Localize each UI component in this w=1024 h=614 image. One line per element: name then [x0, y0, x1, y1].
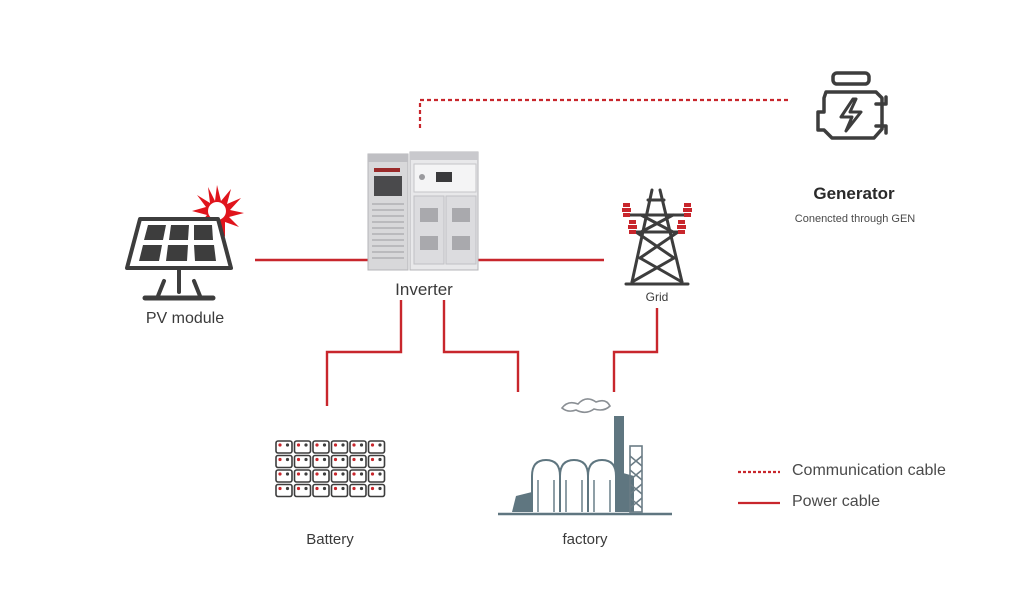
battery-terminal-positive	[333, 457, 338, 462]
battery-terminal-positive	[278, 486, 282, 491]
battery-terminal-positive	[296, 472, 301, 476]
battery-cell	[367, 469, 386, 483]
battery-label: Battery	[306, 531, 354, 548]
battery-cell	[293, 483, 312, 498]
battery-terminal-positive	[370, 443, 375, 447]
battery-cell	[275, 469, 293, 483]
battery-terminal-negative	[359, 457, 364, 462]
battery-terminal-positive	[315, 443, 319, 447]
battery-terminal-positive	[296, 457, 301, 462]
battery-cell	[293, 454, 312, 469]
transmission-tower-icon	[622, 188, 692, 286]
battery-cell	[293, 469, 312, 483]
battery-terminal-positive	[278, 472, 282, 476]
battery-cell	[312, 469, 330, 483]
battery-cell	[330, 454, 349, 469]
battery-terminal-negative	[378, 472, 382, 476]
battery-terminal-negative	[322, 457, 327, 462]
battery-terminal-negative	[341, 457, 345, 462]
legend-line-samples	[738, 470, 780, 505]
battery-terminal-negative	[359, 472, 364, 476]
battery-terminal-negative	[285, 486, 290, 491]
battery-cell	[312, 440, 330, 454]
factory-icon	[498, 398, 672, 516]
grid-factory-cable	[612, 308, 659, 392]
battery-cell	[349, 483, 367, 498]
inverter-label: Inverter	[395, 280, 453, 299]
battery-terminal-negative	[341, 472, 345, 476]
inverter-cabinet-icon	[367, 151, 479, 271]
battery-terminal-positive	[315, 457, 319, 462]
battery-terminal-negative	[304, 457, 308, 462]
battery-cell	[330, 440, 349, 454]
battery-cell	[312, 483, 330, 498]
battery-cell	[275, 440, 293, 454]
battery-terminal-negative	[359, 486, 364, 491]
battery-terminal-negative	[322, 486, 327, 491]
grid-label: Grid	[645, 290, 669, 304]
factory-label: factory	[562, 531, 608, 548]
generator-sublabel: Conencted through GEN	[794, 213, 916, 225]
battery-terminal-negative	[359, 443, 364, 447]
communication-cable-line	[418, 98, 790, 128]
battery-cell	[349, 440, 367, 454]
battery-terminal-negative	[341, 486, 345, 491]
battery-terminal-positive	[333, 486, 338, 491]
battery-terminal-positive	[315, 486, 319, 491]
battery-terminal-negative	[304, 486, 308, 491]
battery-terminal-negative	[322, 472, 327, 476]
inverter-battery-cable	[325, 300, 403, 406]
battery-terminal-negative	[285, 443, 290, 447]
solar-panel-icon	[125, 185, 244, 301]
battery-terminal-negative	[285, 457, 290, 462]
battery-cell	[367, 454, 386, 469]
battery-terminal-positive	[278, 457, 282, 462]
battery-terminal-positive	[352, 457, 356, 462]
battery-terminal-negative	[285, 472, 290, 476]
battery-terminal-positive	[370, 472, 375, 476]
battery-cell	[312, 454, 330, 469]
battery-terminal-positive	[352, 443, 356, 447]
battery-terminal-positive	[352, 486, 356, 491]
battery-terminal-positive	[278, 443, 282, 447]
battery-bank-icon	[275, 440, 386, 498]
battery-cell	[275, 454, 293, 469]
battery-terminal-positive	[333, 443, 338, 447]
battery-terminal-positive	[333, 472, 338, 476]
battery-terminal-negative	[378, 486, 382, 491]
battery-terminal-negative	[341, 443, 345, 447]
battery-cell	[330, 469, 349, 483]
battery-terminal-negative	[378, 443, 382, 447]
battery-terminal-positive	[370, 486, 375, 491]
battery-terminal-negative	[304, 443, 308, 447]
battery-terminal-negative	[304, 472, 308, 476]
battery-cell	[330, 483, 349, 498]
pv-module-label: PV module	[145, 310, 225, 327]
battery-terminal-negative	[322, 443, 327, 447]
battery-cell	[275, 483, 293, 498]
battery-cell	[349, 469, 367, 483]
battery-cell	[293, 440, 312, 454]
battery-terminal-positive	[296, 486, 301, 491]
battery-cell	[367, 440, 386, 454]
battery-cell	[367, 483, 386, 498]
battery-terminal-positive	[352, 472, 356, 476]
battery-terminal-positive	[296, 443, 301, 447]
power-cable-lines	[255, 258, 659, 406]
legend-power-cable: Power cable	[792, 493, 881, 510]
battery-terminal-negative	[378, 457, 382, 462]
battery-cell	[349, 454, 367, 469]
battery-terminal-positive	[370, 457, 375, 462]
battery-terminal-positive	[315, 472, 319, 476]
inverter-factory-cable	[442, 300, 520, 392]
generator-engine-icon	[816, 71, 888, 140]
generator-label: Generator	[813, 184, 895, 203]
legend-communication-cable: Communication cable	[792, 462, 946, 479]
